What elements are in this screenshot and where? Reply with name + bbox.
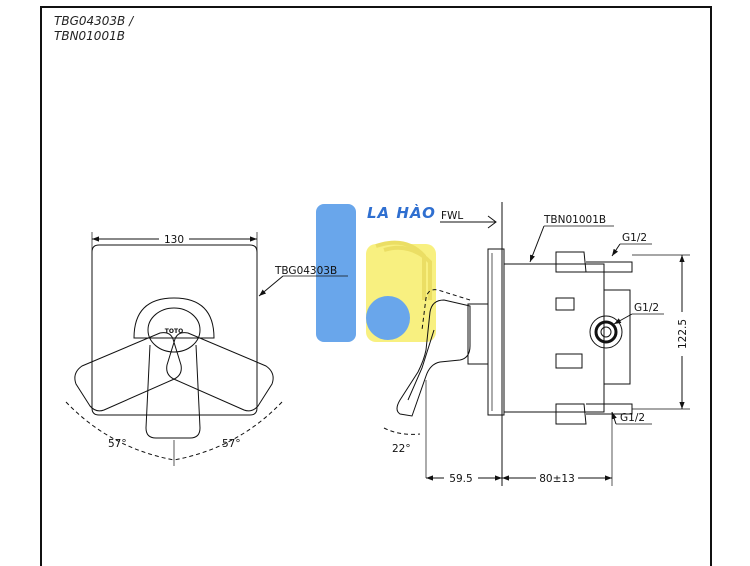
- thread-bottom-label: G1/2: [620, 412, 645, 424]
- body-dim: 80±13: [539, 473, 575, 485]
- fwl-label: FWL: [441, 210, 463, 222]
- depth-dim: 59.5: [449, 473, 472, 485]
- thread-mid-label: G1/2: [634, 302, 659, 314]
- side-angle: 22°: [392, 443, 411, 455]
- front-width-dim: 130: [164, 234, 184, 246]
- front-part-label: TBG04303B: [274, 265, 337, 277]
- watermark-text: LA HÀO: [367, 203, 436, 222]
- drawing-frame: [40, 6, 712, 566]
- side-view: FWL 22° TBN01001B G1/2: [383, 202, 690, 486]
- height-dim: 122.5: [677, 319, 689, 349]
- front-logo-text: TOTO: [165, 328, 183, 335]
- front-angle-left: 57°: [108, 438, 127, 450]
- front-angle-right: 57°: [222, 438, 241, 450]
- thread-top-label: G1/2: [622, 232, 647, 244]
- model-title-line1: TBG04303B /: [54, 14, 134, 28]
- valve-label: TBN01001B: [543, 214, 606, 226]
- front-view: 130 TBG04303B TOTO 57° 57°: [65, 232, 348, 466]
- watermark-logo-icon: [316, 204, 436, 342]
- model-title-line2: TBN01001B: [54, 29, 125, 43]
